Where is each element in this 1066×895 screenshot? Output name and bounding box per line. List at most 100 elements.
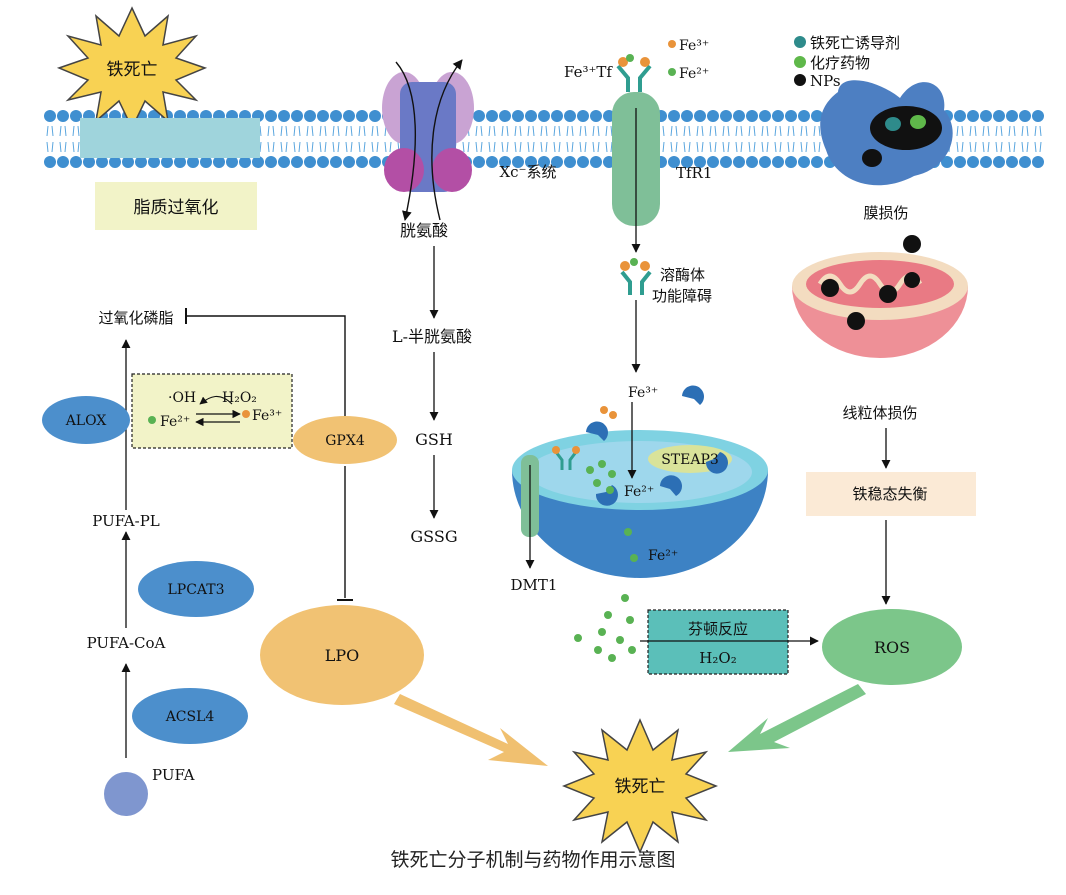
lysosome-label-2: 功能障碍: [652, 287, 712, 305]
lipid-tail: [462, 141, 470, 153]
fenton-mini-box: ·OH H₂O₂ Fe²⁺ Fe³⁺: [131, 373, 293, 449]
lipid-head: [486, 110, 498, 122]
legend: 铁死亡诱导剂 化疗药物 NPs: [794, 34, 900, 90]
xc-system-label: Xc⁻系统: [500, 163, 557, 181]
lipid-head: [356, 156, 368, 168]
lipid-tail: [735, 141, 743, 153]
lipid-head: [525, 156, 537, 168]
lipid-head: [161, 156, 173, 168]
lipid-head: [720, 156, 732, 168]
lpo-node: [260, 605, 424, 705]
lipid-head: [44, 156, 56, 168]
lipid-head: [746, 156, 758, 168]
lipid-head: [317, 156, 329, 168]
lipid-head: [980, 110, 992, 122]
lipid-head: [70, 156, 82, 168]
lipid-head: [967, 156, 979, 168]
lipid-head: [499, 110, 511, 122]
lipid-tail: [358, 125, 366, 137]
pufa-circle: [104, 772, 148, 816]
lipid-head: [811, 156, 823, 168]
lipid-head: [993, 110, 1005, 122]
lipid-tail: [332, 141, 340, 153]
acsl4-node: [132, 688, 248, 744]
lipid-tail: [59, 141, 67, 153]
lipid-tail: [72, 125, 80, 137]
lipid-head: [759, 110, 771, 122]
lipid-tail: [761, 125, 769, 137]
lipid-tail: [1021, 125, 1029, 137]
free-iron-dots: [574, 594, 636, 662]
lysosome-label-1: 溶酶体: [660, 266, 705, 284]
acsl4-label: ACSL4: [165, 709, 215, 725]
lipid-head: [343, 156, 355, 168]
lipid-tail: [306, 125, 314, 137]
lipid-head: [109, 156, 121, 168]
lipid-head: [174, 156, 186, 168]
lipid-tail: [306, 141, 314, 153]
lipid-head: [96, 156, 108, 168]
lipid-tail: [969, 141, 977, 153]
gpx4-inhibit-peroxide: [186, 315, 346, 416]
alox-node: [42, 396, 130, 444]
fenton-h2o2: H₂O₂: [699, 649, 736, 667]
lipid-tail: [982, 141, 990, 153]
lipid-tail: [592, 125, 600, 137]
legend-chemo-icon: [794, 56, 806, 68]
lipid-tail: [72, 141, 80, 153]
lipid-tail: [475, 141, 483, 153]
lipid-tail: [488, 125, 496, 137]
lipid-head: [499, 156, 511, 168]
lipid-head: [473, 110, 485, 122]
lipid-head: [785, 156, 797, 168]
lipid-head: [187, 156, 199, 168]
lipid-head: [226, 156, 238, 168]
nanoparticle-dot: [903, 235, 921, 253]
figure-caption: 铁死亡分子机制与药物作用示意图: [390, 849, 676, 871]
alox-label: ALOX: [65, 413, 107, 429]
lipid-tail: [1008, 141, 1016, 153]
lipid-head: [759, 156, 771, 168]
oh-radical-label: ·OH: [168, 390, 196, 406]
lipid-head: [369, 156, 381, 168]
lipid-head: [1019, 110, 1031, 122]
lipid-tail: [696, 141, 704, 153]
arrow-lpo-ferroptosis: [394, 694, 548, 766]
arrow-ros-ferroptosis: [728, 684, 866, 752]
lipid-head: [213, 156, 225, 168]
endosome-fe3-label: Fe³⁺: [628, 385, 658, 401]
lipid-tail: [540, 125, 548, 137]
lipid-tail: [956, 125, 964, 137]
lysosome-receptor-icon: [620, 258, 652, 295]
lipid-head: [668, 110, 680, 122]
lipid-head: [369, 110, 381, 122]
lipid-head: [70, 110, 82, 122]
fe2-top-label: Fe²⁺: [679, 66, 709, 82]
legend-nps-icon: [794, 74, 806, 86]
fe3-legend-dot: [668, 40, 676, 48]
lipid-head: [681, 156, 693, 168]
lipid-tail: [566, 125, 574, 137]
mini-fe3-label: Fe³⁺: [252, 408, 282, 424]
lipid-head: [733, 156, 745, 168]
lipid-head: [265, 110, 277, 122]
xc-transporter: [382, 59, 474, 221]
lipid-tail: [592, 141, 600, 153]
lipid-tail: [488, 141, 496, 153]
phospholipid-peroxide-label: 过氧化磷脂: [98, 309, 173, 327]
ferroptosis-burst-bottom: 铁死亡: [561, 718, 719, 854]
lipid-head: [577, 110, 589, 122]
lipid-tail: [540, 141, 548, 153]
lipid-tail: [1034, 141, 1042, 153]
lipid-head: [733, 110, 745, 122]
cystine-label: 胱氨酸: [400, 221, 448, 240]
lipid-tail: [527, 125, 535, 137]
lipid-tail: [280, 125, 288, 137]
lipid-head: [1019, 156, 1031, 168]
endosome-fe2-lower: Fe²⁺: [648, 548, 678, 564]
ros-node: [822, 609, 962, 685]
lipid-tail: [722, 141, 730, 153]
legend-nps-label: NPs: [810, 72, 841, 90]
lipid-tail: [956, 141, 964, 153]
gssg-label: GSSG: [410, 527, 457, 546]
